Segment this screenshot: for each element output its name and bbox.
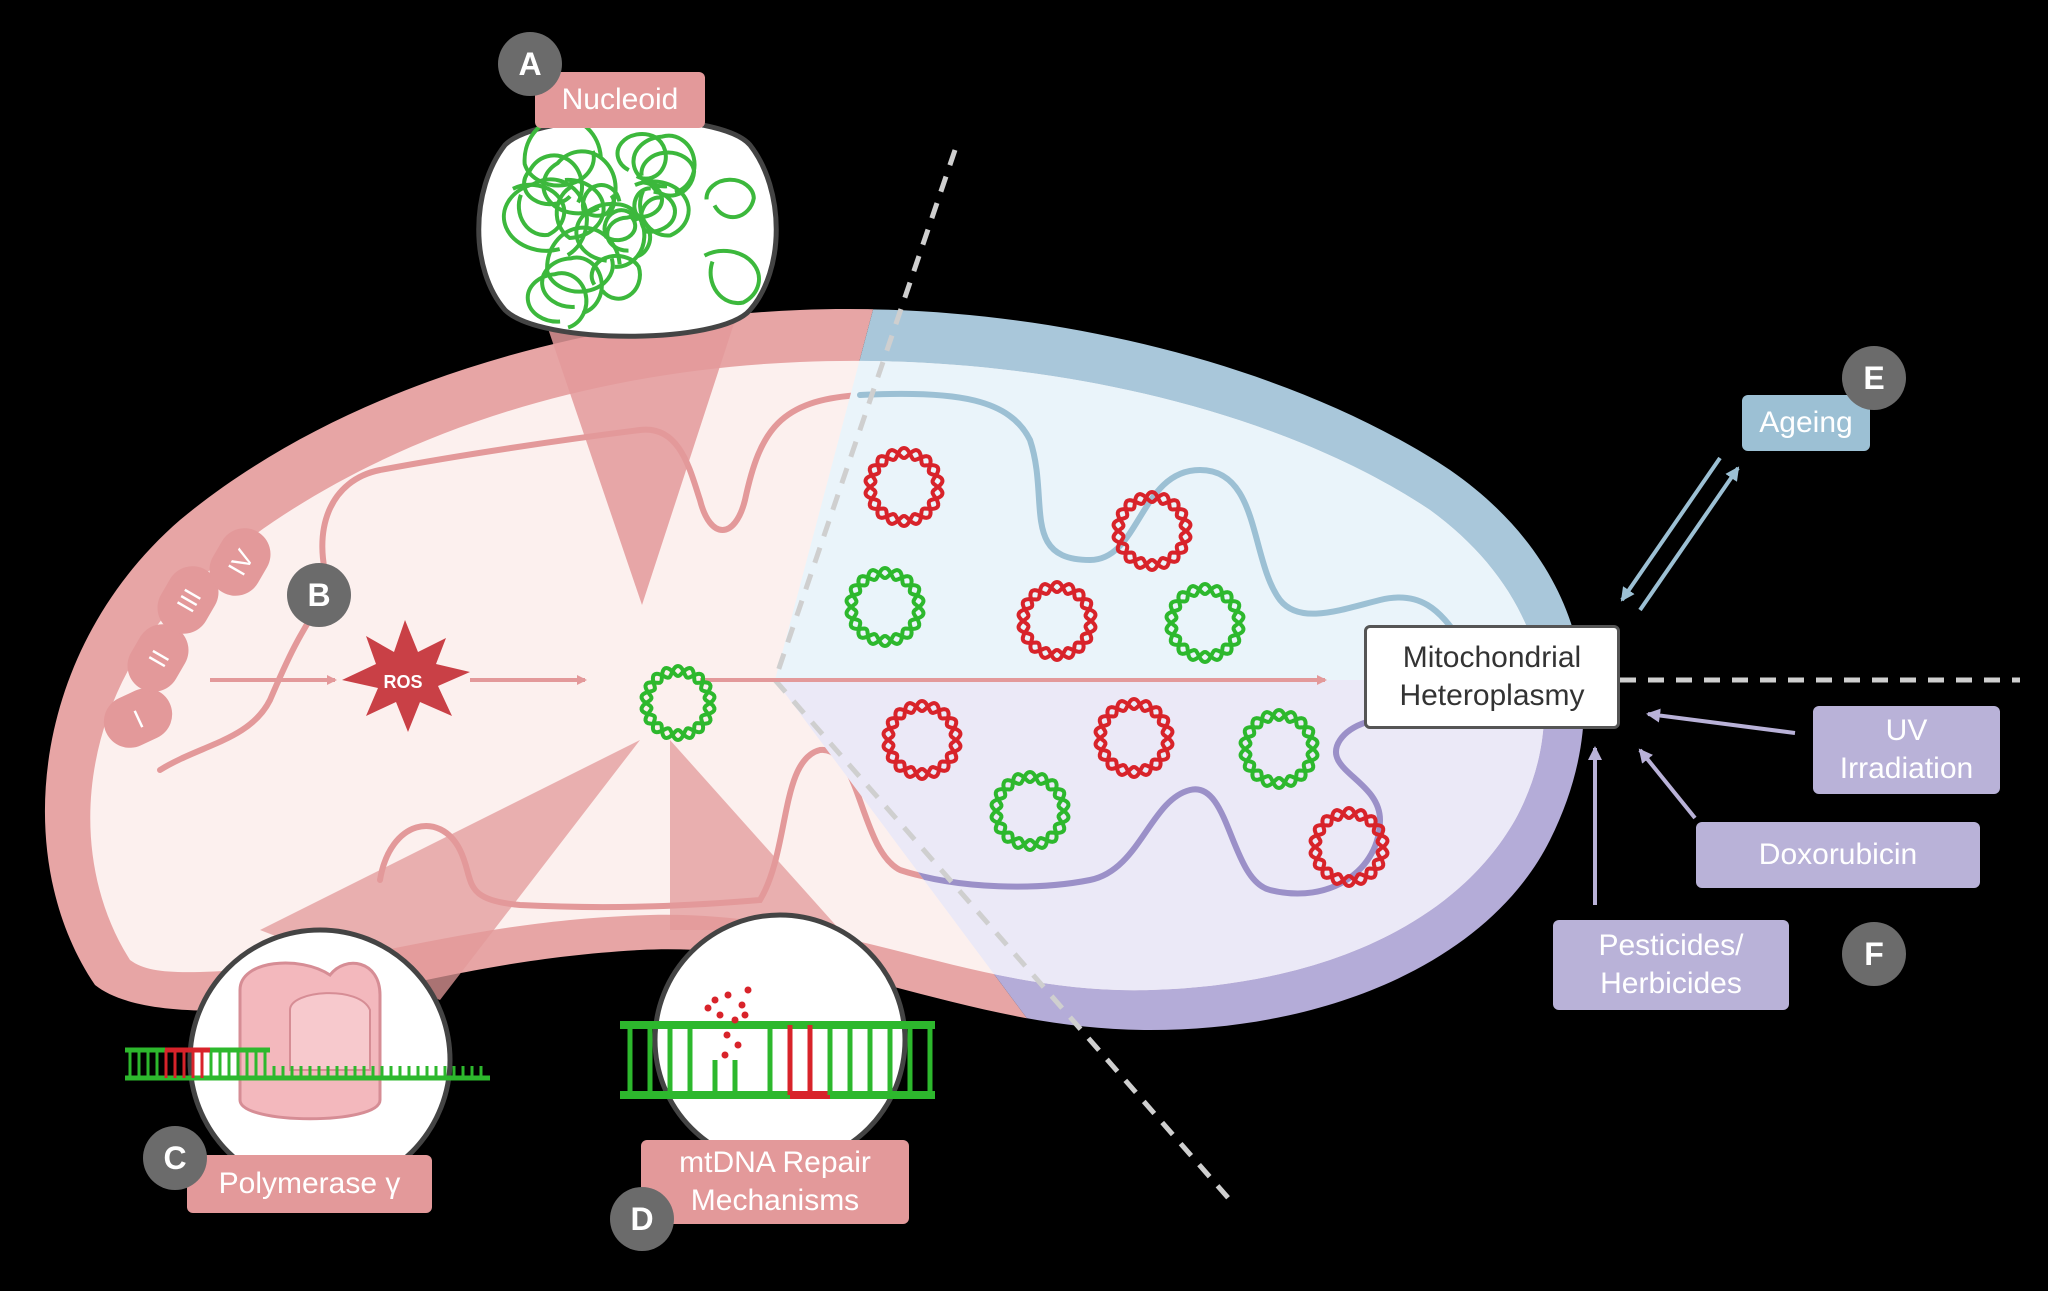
arrow-ageing-down: [1620, 456, 1722, 602]
nucleoid-label: Nucleoid: [535, 72, 705, 128]
badge-e: E: [1842, 346, 1906, 410]
mtdna-healthy: [1238, 707, 1320, 791]
arrow-doxorubicin: [1638, 748, 1697, 820]
mtdna-mutant: [881, 698, 963, 782]
polymerase-icon: [125, 961, 490, 1121]
complex-1: I: [103, 688, 173, 748]
repair-magnifier: [620, 912, 935, 1168]
electron-transport-chain: I II III IV: [103, 528, 271, 748]
zoom-cone-repair: [670, 740, 840, 930]
polymerase-magnifier: [125, 927, 490, 1193]
svg-text:ROS: ROS: [383, 672, 422, 692]
mtdna-mutant: [863, 445, 945, 529]
badge-b: B: [287, 563, 351, 627]
complex-3: III: [157, 566, 219, 634]
doxorubicin-label: Doxorubicin: [1696, 822, 1980, 888]
mtdna-healthy: [989, 769, 1071, 853]
arrow-ageing-up: [1638, 466, 1740, 612]
divider-lines: [772, 149, 2020, 1202]
repair-mechanisms-label: mtDNA Repair Mechanisms: [641, 1140, 909, 1224]
arrow-uv: [1646, 708, 1796, 735]
complex-4: IV: [209, 528, 271, 596]
badge-f: F: [1842, 922, 1906, 986]
mtdna-healthy: [1164, 581, 1246, 665]
nucleoid-icon: [501, 116, 761, 330]
badge-d: D: [610, 1187, 674, 1251]
mtdna-mutant: [1093, 696, 1175, 780]
badge-a: A: [498, 32, 562, 96]
nucleoid-magnifier: [476, 116, 779, 339]
mtdna-center: [639, 663, 717, 743]
mtdna-group: [639, 445, 1390, 889]
uv-irradiation-label: UV Irradiation: [1813, 706, 2000, 794]
heteroplasmy-box: Mitochondrial Heteroplasmy: [1364, 625, 1620, 729]
ageing-label: Ageing: [1742, 395, 1870, 451]
zoom-cone-nucleoid: [540, 305, 740, 605]
factor-arrows: [1588, 456, 1796, 905]
mtdna-mutant: [1308, 805, 1390, 889]
badge-c: C: [143, 1126, 207, 1190]
mtdna-mutant: [1016, 579, 1098, 663]
dna-repair-icon: [620, 986, 935, 1099]
pesticides-label: Pesticides/ Herbicides: [1553, 920, 1789, 1010]
complex-2: II: [127, 624, 189, 692]
mtdna-healthy: [844, 565, 926, 649]
polymerase-label: Polymerase γ: [187, 1155, 432, 1213]
mtdna-mutant: [1111, 489, 1193, 573]
ros-burst-icon: ROS: [342, 620, 470, 732]
